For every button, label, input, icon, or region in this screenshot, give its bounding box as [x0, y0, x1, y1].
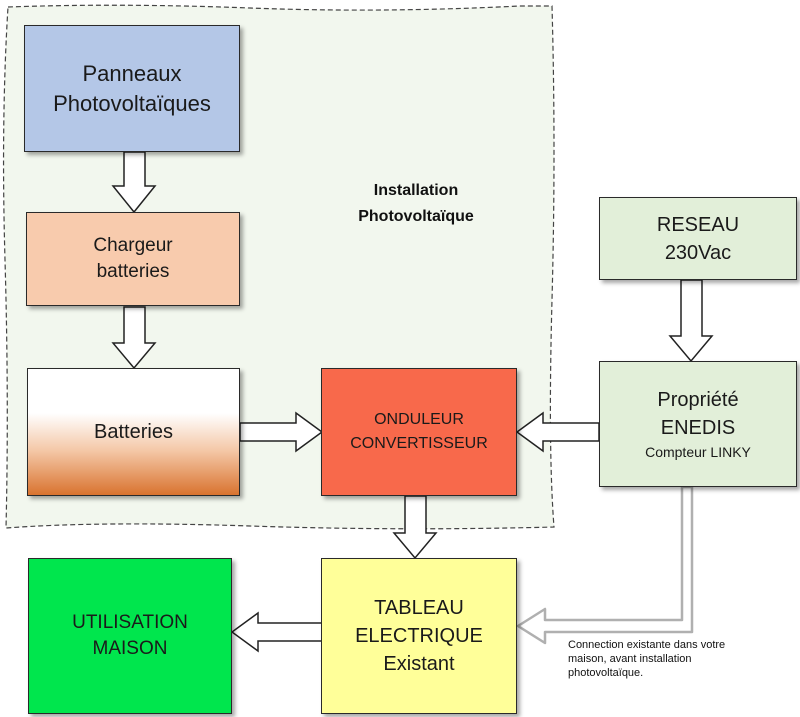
- panneaux-line1: Panneaux: [82, 60, 182, 86]
- onduleur-box: ONDULEUR CONVERTISSEUR: [321, 368, 517, 496]
- panneaux-box: Panneaux Photovoltaïques: [24, 25, 240, 152]
- arrow-enedis-to-onduleur: [515, 411, 600, 453]
- enedis-line3: Compteur LINKY: [645, 444, 751, 460]
- arrow-onduleur-to-tableau: [392, 495, 438, 560]
- tableau-line3: Existant: [383, 653, 455, 675]
- reseau-line2: 230Vac: [664, 241, 732, 264]
- arrow-reseau-to-enedis: [668, 279, 714, 363]
- chargeur-line1: Chargeur: [93, 235, 173, 256]
- arrow-chargeur-to-batteries: [111, 306, 157, 370]
- tableau-box: TABLEAU ELECTRIQUE Existant: [321, 558, 517, 714]
- batteries-line1: Batteries: [94, 421, 173, 443]
- maison-box: UTILISATION MAISON: [28, 558, 232, 714]
- maison-line1: UTILISATION: [72, 612, 188, 633]
- region-label-line2: Photovoltaïque: [358, 208, 474, 225]
- region-label-line1: Installation: [373, 182, 459, 199]
- note-line1: Connection existante dans votre: [568, 639, 726, 651]
- chargeur-line2: batteries: [96, 261, 170, 282]
- tableau-line2: ELECTRIQUE: [355, 625, 483, 647]
- onduleur-line1: ONDULEUR: [374, 411, 464, 428]
- arrow-panneaux-to-chargeur: [111, 151, 157, 214]
- arrow-batteries-to-onduleur: [239, 411, 324, 453]
- existing-connection-note: Connection existante dans votre maison, …: [568, 638, 738, 680]
- chargeur-box: Chargeur batteries: [26, 212, 240, 306]
- note-line2: maison, avant installation: [568, 653, 692, 665]
- arrow-tableau-to-maison: [230, 611, 323, 653]
- maison-line2: MAISON: [92, 638, 168, 659]
- batteries-box: Batteries: [27, 368, 240, 496]
- enedis-line1: Propriété: [657, 389, 739, 411]
- note-line3: photovoltaïque.: [568, 667, 644, 679]
- tableau-line1: TABLEAU: [374, 597, 464, 619]
- reseau-line1: RESEAU: [656, 213, 740, 236]
- enedis-box: Propriété ENEDIS Compteur LINKY: [599, 361, 797, 487]
- installation-region-label: Installation Photovoltaïque: [316, 178, 516, 230]
- enedis-line2: ENEDIS: [660, 417, 736, 439]
- reseau-box: RESEAU 230Vac: [599, 197, 797, 280]
- panneaux-line2: Photovoltaïques: [53, 90, 211, 116]
- onduleur-line2: CONVERTISSEUR: [350, 435, 488, 452]
- arrow-existing-connection: [516, 485, 694, 645]
